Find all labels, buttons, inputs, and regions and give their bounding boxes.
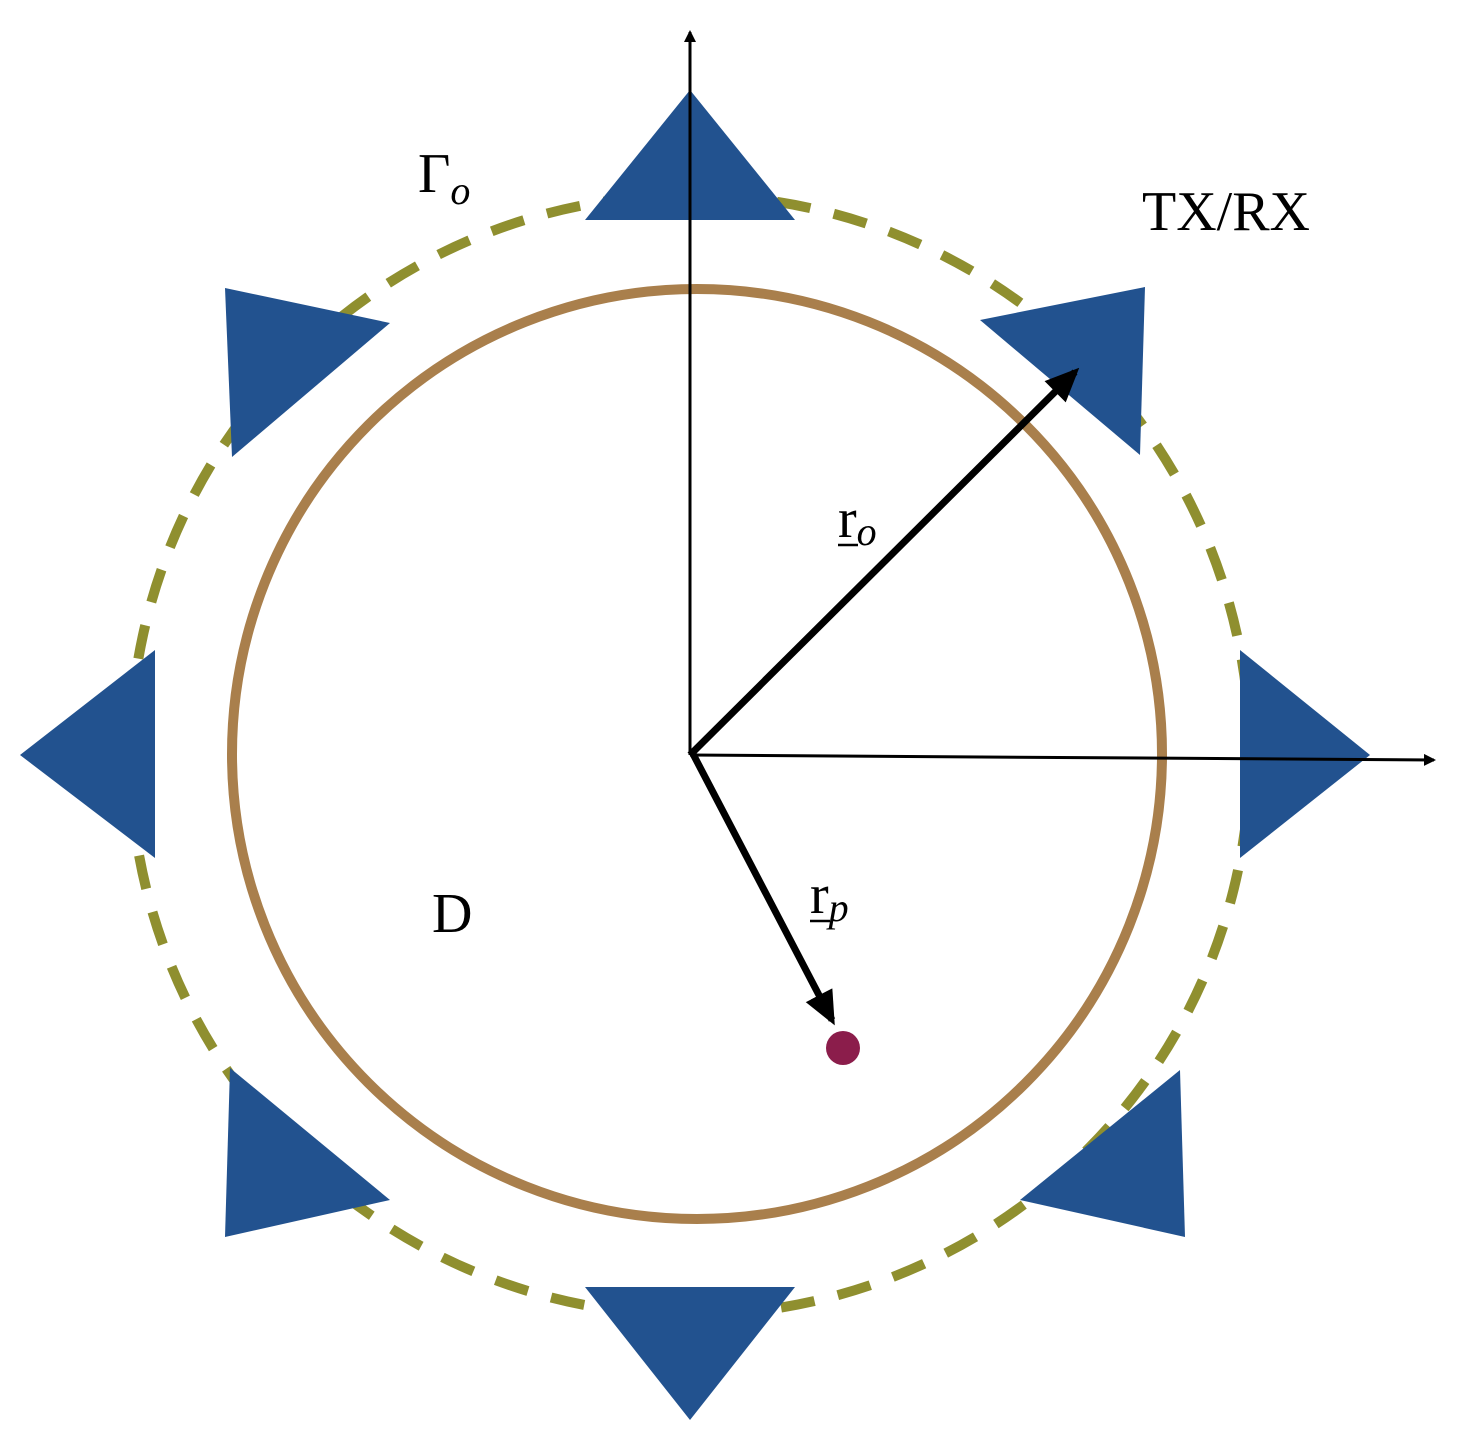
antenna-label: TX/RX [1142, 181, 1310, 243]
antenna-bottom [585, 1287, 795, 1420]
antenna-left [20, 650, 155, 858]
antenna-bottom-left [225, 1068, 390, 1237]
antenna-top-left [225, 288, 390, 457]
vector-ro [687, 367, 1080, 758]
vector-rp [688, 750, 836, 1026]
domain-label: D [432, 883, 472, 945]
ro-label: ro [838, 488, 877, 554]
boundary-subscript: o [450, 168, 470, 213]
ro-symbol: r [838, 488, 857, 550]
antenna-top-right [980, 287, 1145, 455]
investigation-domain-circle [227, 284, 1167, 1224]
antenna-right [1240, 650, 1370, 858]
boundary-symbol: Γ [418, 143, 450, 205]
antenna-bottom-right [1020, 1070, 1185, 1237]
rp-subscript: p [826, 885, 849, 930]
target-point [826, 1031, 860, 1065]
boundary-label: Γo [418, 143, 470, 213]
rp-symbol: r [810, 864, 829, 926]
x-axis [689, 753, 1436, 766]
rp-label: rp [810, 864, 849, 930]
ro-subscript: o [857, 509, 877, 554]
antenna-array [20, 90, 1370, 1420]
